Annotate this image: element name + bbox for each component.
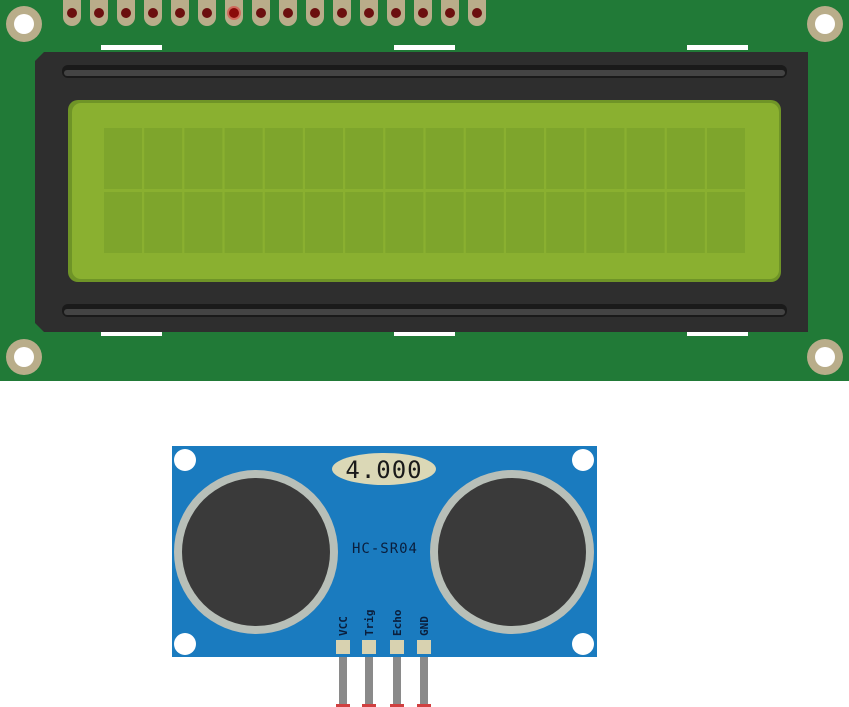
lcd-pin[interactable] <box>225 0 243 26</box>
lcd-pin[interactable] <box>306 0 324 26</box>
lcd-cell <box>626 128 665 189</box>
lcd-pin[interactable] <box>279 0 297 26</box>
lcd-pin[interactable] <box>414 0 432 26</box>
pin-echo[interactable] <box>390 640 404 654</box>
transmitter-transducer <box>174 470 338 634</box>
pin-gnd[interactable] <box>417 640 431 654</box>
lcd-pin[interactable] <box>360 0 378 26</box>
lcd-cell <box>305 128 343 189</box>
lcd-character-grid <box>104 128 745 253</box>
distance-value: 4.000 <box>345 456 422 484</box>
lcd-cell <box>626 192 665 253</box>
lcd-cell <box>144 192 183 253</box>
pin-label-vcc: VCC <box>337 616 350 636</box>
lcd-cell <box>586 192 625 253</box>
pin-vcc[interactable] <box>336 640 350 654</box>
lcd-pin[interactable] <box>198 0 216 26</box>
pin-label-trig: Trig <box>363 610 376 637</box>
lcd-cell <box>144 128 183 189</box>
lcd-cell <box>184 192 223 253</box>
distance-display[interactable] <box>332 453 436 485</box>
lcd-cell <box>425 128 464 189</box>
lcd-cell <box>224 192 263 253</box>
lcd-pin[interactable] <box>333 0 351 26</box>
lcd-cell <box>184 128 223 189</box>
lcd-cell <box>104 128 142 189</box>
lcd-cell <box>305 192 343 253</box>
lcd-cell <box>385 192 424 253</box>
lcd-cell <box>546 128 585 189</box>
hc-sr04-sensor[interactable]: 4.000 HC-SR04 VCC Trig Echo GND <box>172 446 597 707</box>
lcd-cell <box>666 128 705 189</box>
lcd-pin[interactable] <box>387 0 405 26</box>
lcd-cell <box>104 192 142 253</box>
sensor-leads <box>336 650 431 707</box>
lcd-cell <box>425 192 464 253</box>
lcd-cell <box>264 128 303 189</box>
pin-label-echo: Echo <box>391 609 404 636</box>
lcd-cell <box>224 128 263 189</box>
lcd-cell <box>264 192 303 253</box>
lcd-cell <box>465 192 504 253</box>
sensor-mounting-holes <box>174 449 594 655</box>
lcd1602-display[interactable] <box>0 0 849 381</box>
model-label: HC-SR04 <box>352 541 418 557</box>
lcd-cell <box>546 192 585 253</box>
lcd-cell <box>707 192 745 253</box>
lcd-cell <box>506 128 544 189</box>
receiver-transducer <box>430 470 594 634</box>
mounting-holes <box>6 6 843 375</box>
lcd-pin[interactable] <box>144 0 162 26</box>
lcd-pin[interactable] <box>63 0 81 26</box>
lcd-pin[interactable] <box>117 0 135 26</box>
lcd-cell <box>465 128 504 189</box>
lcd-cell <box>385 128 424 189</box>
lcd-cell <box>666 192 705 253</box>
lcd-cell <box>345 128 384 189</box>
lcd-pin[interactable] <box>171 0 189 26</box>
lcd-pin[interactable] <box>441 0 459 26</box>
lcd-cell <box>586 128 625 189</box>
lcd-cell <box>345 192 384 253</box>
lcd-cell <box>506 192 544 253</box>
lcd-pin[interactable] <box>252 0 270 26</box>
silkscreen-marks <box>101 45 748 336</box>
pin-trig[interactable] <box>362 640 376 654</box>
pin-label-gnd: GND <box>418 616 431 636</box>
lcd-pin[interactable] <box>90 0 108 26</box>
lcd-cell <box>707 128 745 189</box>
lcd-pin-header <box>63 0 486 26</box>
lcd-pin[interactable] <box>468 0 486 26</box>
